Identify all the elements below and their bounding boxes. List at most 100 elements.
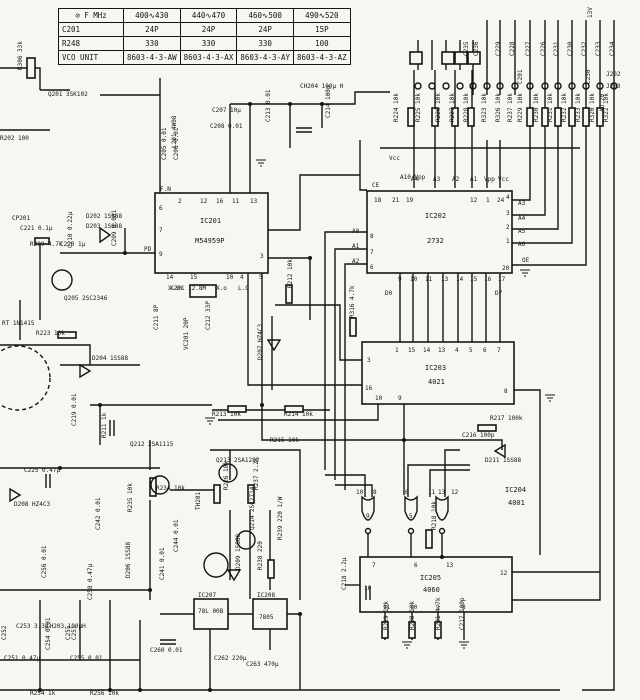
resistor [227,405,247,413]
ic201-pin: 2 [178,198,182,205]
table-row-label: VCO UNIT [58,50,124,65]
ic202-ce: CE [372,182,380,189]
component-label: C235 [463,41,470,56]
component-label: D204 1SS88 [92,355,129,362]
component-label: C213 0.01 [265,89,272,122]
ic203-pin: 8 [504,388,508,395]
component-label: C253 3.3μ [16,623,49,630]
component-label: C214 100μ [325,85,332,118]
transistor-q214 [236,530,256,550]
resistor [34,237,50,245]
ic205: IC205 4060 7 6 13 11 10 9 8 16 12 [359,556,513,613]
component-label: R230 10k [533,93,540,122]
component-label: R322 10k [603,93,610,122]
component-label: R223 10k [36,330,65,337]
jumper-connectors [409,51,481,65]
ic202-addr: A5 [518,228,526,235]
ic202-addr: A4 [411,176,419,183]
component-label: C237 [0,0,15,2]
ic208-name: IC208 [257,592,275,599]
component-label: R215 10k [270,437,299,444]
component-label: Q213 2SA1282 [216,457,260,464]
ic201-body [154,192,269,274]
component-label: C260 0.01 [150,647,183,654]
component-label: R326 10k [495,93,502,122]
ic203-pin: 7 [497,347,501,354]
rt-dashed-outline [0,345,51,411]
component-label: Q201 3SK102 [48,91,88,98]
connector-pin [441,51,455,65]
ic203-body [361,341,515,405]
svg-text:9: 9 [366,513,370,520]
component-label: D209 1SS88 [235,533,242,570]
ic201-fin-label: F.N [160,186,171,193]
component-label: Q212 2SA1115 [130,441,174,448]
resistor [582,107,590,127]
frequency-table: ⊘ F MHz 400∿430 440∿470 460∿500 490∿520 … [58,8,351,65]
component-label: C244 0.01 [173,519,180,552]
component-label: R235 10k [127,483,134,512]
component-label: C220 1μ [60,241,86,248]
ic202-pin: 16 [484,276,492,283]
resistor [568,107,576,127]
component-label: C254 0.01 [45,617,52,650]
component-label: C239 [0,0,15,2]
component-label: C211 [0,0,15,2]
nor-gate: 13 12 [435,489,459,535]
connector-pin [409,51,423,65]
ic201-pin: 15 [190,274,198,281]
ic201-pin: 13 [250,198,258,205]
resistor [425,529,433,549]
ic202-addr: A1 [470,176,478,183]
component-label: R221 4.7k [435,597,442,630]
resistor [349,317,357,337]
component-label: R209 4.7k [30,241,63,248]
component-label: D206 1SS88 [125,541,132,578]
svg-text:5: 5 [409,513,413,520]
table-cell: 8603-4-3-AY [236,50,295,65]
component-label: C252 [1,625,8,640]
resistor [247,484,255,504]
diode-symbol [226,569,242,582]
component-label: Q205 2SC2346 [64,295,108,302]
ic202-pin: 12 [470,197,478,204]
ic202-addr: Vpp [484,176,495,183]
ic201-pin: 12 [200,198,208,205]
svg-text:13: 13 [438,489,446,496]
component-label: C201 [517,69,524,84]
ic202-pin: 14 [456,276,464,283]
transistor-q205 [51,269,73,291]
ic202-addr: A3 [518,200,526,207]
component-label: C231 [553,41,560,56]
ic202-pin: 1 [506,238,510,245]
resistor-array [407,107,604,127]
component-label: R226 10k [223,461,230,490]
ic202-pin: 2 [506,224,510,231]
resistor [596,107,604,127]
component-label: C219 0.01 [71,393,78,426]
ic202-addr: A6 [518,241,526,248]
ic205-pin: 12 [500,570,508,577]
ic202-pin: 1 [486,197,490,204]
capacitor [45,474,51,488]
crystal [189,284,217,298]
ic202-addr: A4 [518,215,526,222]
capacitor [296,127,312,133]
resistor [149,477,157,497]
component-label: C256 0.01 [41,545,48,578]
ic202-addr: A2 [352,258,360,265]
svg-text:6: 6 [405,489,409,496]
resistor [284,405,304,413]
component-label: C212 33P [205,301,212,330]
component-label: R239 220 1/W [277,496,284,540]
ic201-xo-label: X.o [216,285,227,292]
ic202-oe: OE [522,257,530,264]
component-label: X201 12.8M [170,285,207,292]
ic202-pin: 18 [374,197,382,204]
ic201-pin: 6 [159,205,163,212]
component-label: R202 100 [0,135,29,142]
ic203-pin: 10 [375,395,383,402]
component-label: R237 2.2k [253,457,260,490]
component-label: C210 0.22μ [67,211,74,248]
component-label: R320 10k [589,93,596,122]
